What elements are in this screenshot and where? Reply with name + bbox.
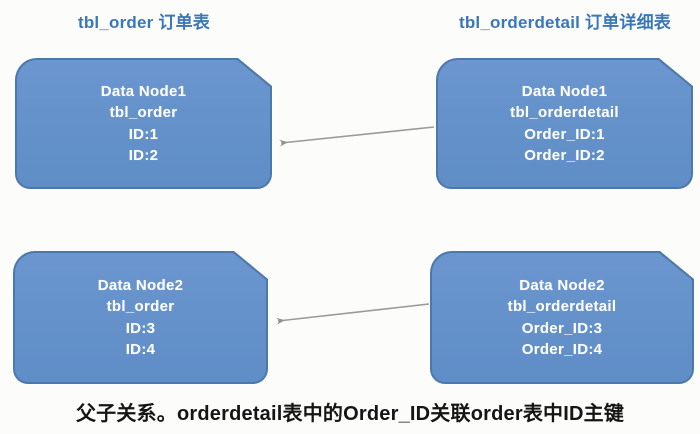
caption: 父子关系。orderdetail表中的Order_ID关联order表中ID主键 <box>75 403 625 425</box>
node-orderdetail-datanode1-body: Data Node1 tbl_orderdetail Order_ID:1 Or… <box>438 60 691 187</box>
node-order-datanode2-body: Data Node2 tbl_order ID:3 ID:4 <box>15 253 266 382</box>
node-orderdetail-datanode1: Data Node1 tbl_orderdetail Order_ID:1 Or… <box>436 58 693 189</box>
node-orderdetail-datanode2: Data Node2 tbl_orderdetail Order_ID:3 Or… <box>430 251 694 384</box>
node-row-value: ID:3 <box>125 319 156 337</box>
node-row-value: ID:1 <box>128 125 159 143</box>
node-title: Data Node2 <box>519 276 605 294</box>
node-row-value: Order_ID:3 <box>521 319 603 337</box>
node-table-name: tbl_order <box>106 298 175 315</box>
node-order-datanode2: Data Node2 tbl_order ID:3 ID:4 <box>13 251 268 384</box>
node-table-name: tbl_order <box>109 104 178 121</box>
node-row-value: ID:4 <box>125 341 156 358</box>
node-table-name: tbl_orderdetail <box>510 104 619 121</box>
left-table-title: tbl_order 订单表 <box>77 13 210 32</box>
arrow-orderdetail2-to-order2 <box>276 303 430 325</box>
node-title: Data Node1 <box>100 82 187 100</box>
node-row-value: Order_ID:2 <box>524 147 605 164</box>
node-title: Data Node1 <box>521 82 608 100</box>
node-row-value: ID:2 <box>128 147 159 164</box>
node-row-value: Order_ID:1 <box>524 125 605 143</box>
node-table-name: tbl_orderdetail <box>507 298 617 315</box>
node-order-datanode1: Data Node1 tbl_order ID:1 ID:2 <box>15 58 272 189</box>
node-order-datanode1-body: Data Node1 tbl_order ID:1 ID:2 <box>17 60 270 187</box>
arrow-orderdetail1-to-order1 <box>279 126 435 147</box>
right-table-title: tbl_orderdetail 订单详细表 <box>458 13 671 32</box>
node-row-value: Order_ID:4 <box>521 341 603 358</box>
node-title: Data Node2 <box>97 276 184 294</box>
node-orderdetail-datanode2-body: Data Node2 tbl_orderdetail Order_ID:3 Or… <box>432 253 692 382</box>
